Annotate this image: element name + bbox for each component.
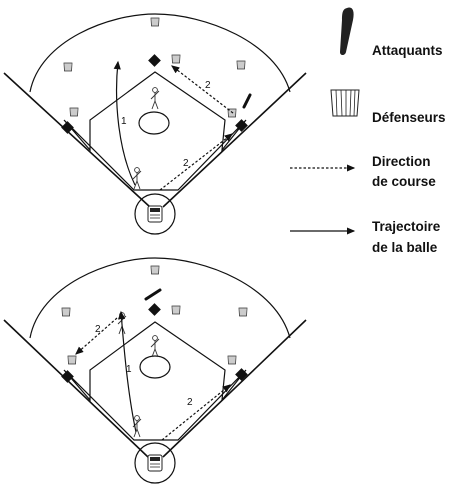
label-ball-top: 1 (121, 116, 127, 127)
foul-line-right (162, 72, 307, 208)
glove-icon (330, 89, 360, 117)
home-circle (134, 193, 176, 235)
bat-icon (242, 93, 252, 109)
defender-icon (69, 107, 79, 117)
defender-icon (63, 62, 73, 72)
third-base (61, 121, 74, 134)
foul-line-left (3, 72, 151, 208)
batter-figure (132, 415, 142, 438)
pitcher-figure (150, 335, 160, 358)
label-run-top-2: 2 (183, 158, 189, 169)
catcher-icon (147, 205, 163, 223)
defender-icon (238, 307, 248, 317)
legend-defenders: Défenseurs (372, 110, 446, 125)
legend-ball-path-1: Trajectoire (372, 219, 441, 234)
run-path-top-1 (159, 133, 233, 191)
legend-attackers: Attaquants (372, 43, 443, 58)
defender-icon (150, 265, 160, 275)
legend: Attaquants Défenseurs Direction de cours… (290, 7, 446, 255)
defender-icon (171, 305, 181, 315)
legend-run-direction-1: Direction (372, 154, 431, 169)
pitcher-mound (139, 355, 171, 379)
pitcher-mound (138, 111, 170, 135)
defender-icon (61, 307, 71, 317)
defender-icon (236, 60, 246, 70)
defender-icon (227, 355, 237, 365)
outfield-fence (29, 257, 291, 339)
foul-line-right (162, 319, 307, 458)
run-path-bottom-1 (75, 317, 118, 355)
defender-icon (67, 355, 77, 365)
defender-icon (150, 17, 160, 27)
foul-line-left (3, 319, 149, 458)
legend-ball-path-2: de la balle (372, 240, 438, 255)
legend-run-direction-2: de course (372, 174, 436, 189)
outfield-fence (29, 13, 291, 93)
catcher-icon (147, 454, 163, 472)
first-base (235, 368, 248, 381)
label-run-bottom-2: 2 (187, 397, 193, 408)
first-base (235, 119, 248, 132)
bat-icon (144, 288, 162, 301)
batter-figure (132, 167, 142, 190)
second-base (148, 54, 161, 67)
home-circle (134, 442, 176, 484)
label-run-top-1: 2 (205, 80, 211, 91)
field-bottom: 2 1 2 (3, 257, 307, 484)
third-base (61, 370, 74, 383)
field-top: 1 2 2 (3, 13, 307, 235)
pitcher-figure (150, 87, 160, 110)
label-run-bottom-1: 2 (95, 324, 101, 335)
defender-icon (171, 54, 181, 64)
ball-path-top (113, 60, 136, 186)
run-path-bottom-2 (161, 384, 231, 441)
second-base (148, 303, 161, 316)
ball-path-bottom (117, 310, 137, 433)
bat-icon (340, 7, 354, 55)
run-path-top-2 (171, 65, 234, 114)
infield-outline (63, 71, 247, 191)
label-ball-bottom: 1 (126, 364, 132, 375)
